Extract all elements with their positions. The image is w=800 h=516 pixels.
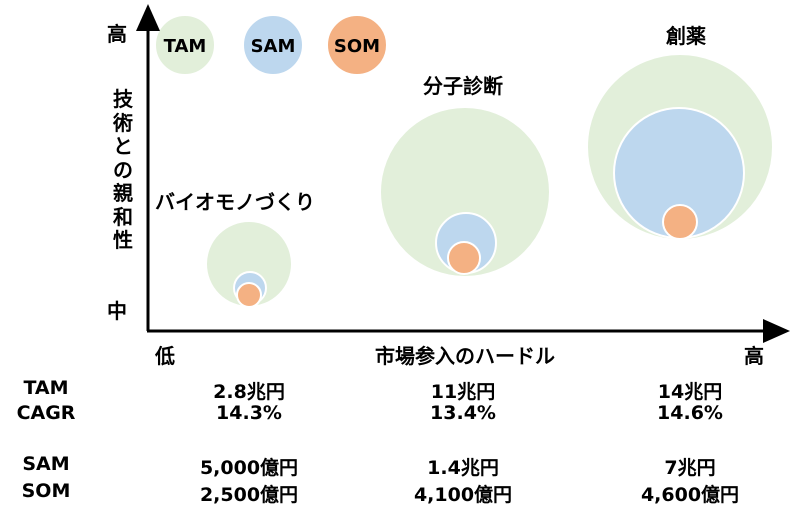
table-cell-cagr: 13.4% [430,402,496,424]
table-cell-sam: 7兆円 [664,457,716,479]
legend-sam-circle [242,14,304,76]
market-label-drug: 創薬 [666,24,706,48]
market-label-diagnostics: 分子診断 [423,74,503,98]
table-cell-som: 4,600億円 [640,484,740,506]
table-cell-tam: 11兆円 [430,381,496,403]
table-cell-som: 2,500億円 [199,484,299,506]
legend-som-circle [326,14,388,76]
market-label-bio: バイオモノづくり [155,190,315,214]
row-label-sam: SAM [22,453,70,475]
row-label-cagr: CAGR [16,402,76,424]
table-cell-sam: 5,000億円 [199,457,299,479]
x-axis-high-label: 高 [744,344,764,368]
legend-tam-circle [154,14,216,76]
market-2-som-bubble [662,204,698,240]
table-cell-tam: 14兆円 [657,381,723,403]
legend-tam-label: TAM [164,36,207,57]
table-cell-sam: 1.4兆円 [427,457,499,479]
row-label-som: SOM [21,480,71,502]
legend-som-label: SOM [334,36,380,57]
table-cell-cagr: 14.3% [216,402,282,424]
market-1-tam-bubble [379,106,551,278]
table-cell-cagr: 14.6% [657,402,723,424]
y-axis-title: 技術との親和性 [113,87,133,252]
table-cell-som: 4,100億円 [413,484,513,506]
x-axis-title: 市場参入のハードル [375,344,555,368]
market-1-som-bubble [447,241,481,275]
table-cell-tam: 2.8兆円 [213,381,285,403]
row-label-tam: TAM [23,377,69,399]
legend-sam-label: SAM [251,36,296,57]
x-axis-low-label: 低 [155,344,175,368]
y-axis-high-label: 高 [107,22,127,46]
y-axis-mid-label: 中 [107,299,127,323]
market-0-som-bubble [236,282,262,308]
